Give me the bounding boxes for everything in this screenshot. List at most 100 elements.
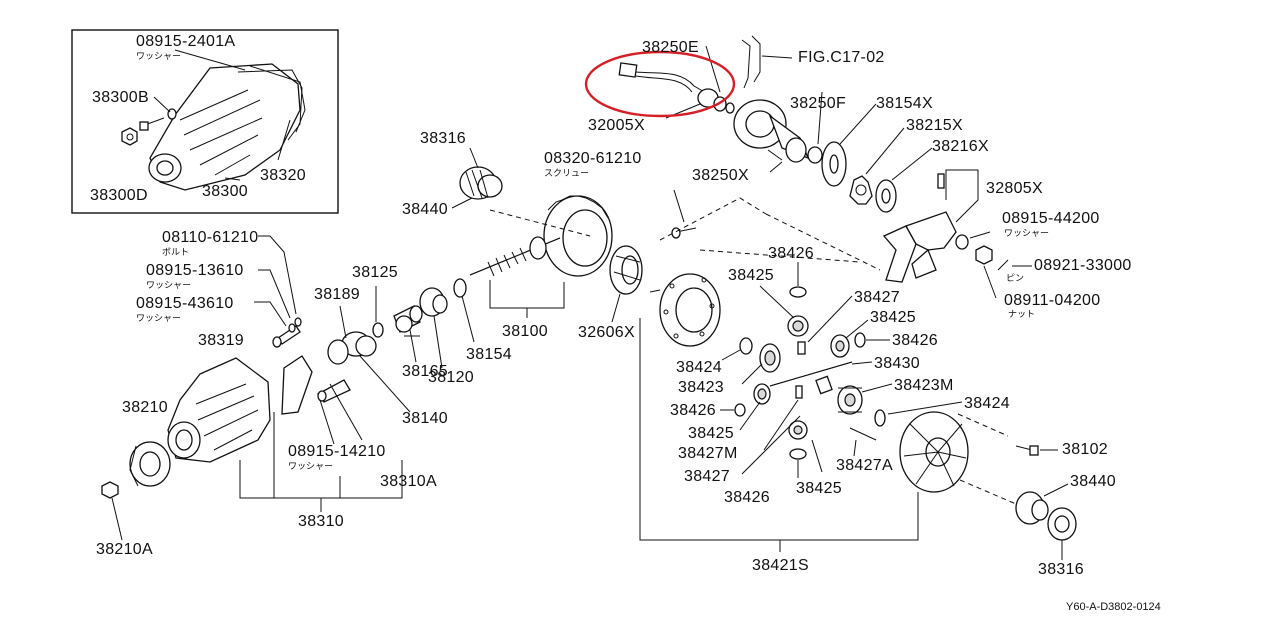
washer-08915-13610	[294, 317, 302, 327]
inset-housing-38300	[148, 63, 306, 191]
label-38102: 38102	[1062, 441, 1108, 458]
label-38423: 38423	[678, 379, 724, 396]
label-08915-13610: 08915-13610	[146, 262, 244, 279]
label-38425-d: 38425	[796, 480, 842, 497]
differential-carrier-38310	[167, 357, 271, 463]
gear-38425-mid	[753, 383, 771, 405]
block-38427M-left	[795, 385, 803, 399]
label-32805X: 32805X	[986, 180, 1043, 197]
sleeve-38216X	[875, 179, 897, 213]
washer-38154	[453, 278, 467, 298]
inset-nut-38300D	[121, 127, 138, 146]
nut-38215X	[849, 175, 873, 205]
washer-38426-right	[854, 332, 866, 348]
label-38440-left: 38440	[402, 201, 448, 218]
label-38423M: 38423M	[894, 377, 954, 394]
label-washer-jp-1: ワッシャー	[136, 52, 182, 62]
label-screw-jp: スクリュー	[544, 169, 590, 179]
label-38427M: 38427M	[678, 445, 738, 462]
label-pin-jp: ピン	[1006, 274, 1025, 284]
bearing-38316-bottom	[1047, 507, 1077, 541]
side-gear-38423	[759, 343, 781, 373]
label-38421S: 38421S	[752, 557, 809, 574]
label-08911-04200: 08911-04200	[1004, 292, 1101, 309]
label-38430: 38430	[874, 355, 920, 372]
label-nut-jp: ナット	[1008, 310, 1036, 320]
companion-flange-38250X	[733, 99, 810, 163]
label-38427-a: 38427	[854, 289, 900, 306]
shift-fork-32805X	[882, 173, 957, 283]
cap-38310A	[281, 355, 351, 415]
label-38154: 38154	[466, 346, 512, 363]
cross-shaft-38430	[769, 361, 853, 387]
differential-case-38421S-right	[899, 411, 969, 493]
spacer-38165	[393, 305, 423, 333]
label-38250F: 38250F	[790, 95, 847, 112]
label-38210: 38210	[122, 399, 168, 416]
seal-38125	[372, 322, 384, 338]
bearing-38440-right	[1015, 491, 1049, 525]
breather-hose	[741, 35, 793, 89]
label-washer-jp-4: ワッシャー	[288, 462, 334, 472]
label-38425-a: 38425	[728, 267, 774, 284]
label-38165: 38165	[402, 363, 448, 380]
label-washer-jp-3: ワッシャー	[136, 314, 182, 324]
seal-38250F	[807, 146, 823, 164]
washer-08915-43610	[288, 323, 296, 333]
block-38427	[797, 341, 806, 355]
pin-08921-33000	[997, 259, 1009, 271]
label-38250E: 38250E	[642, 39, 699, 56]
label-38440-right: 38440	[1070, 473, 1116, 490]
label-08915-43610: 08915-43610	[136, 295, 234, 312]
label-38250X: 38250X	[692, 167, 749, 184]
gear-38425-right	[830, 334, 850, 358]
label-38140: 38140	[402, 410, 448, 427]
label-38300D: 38300D	[90, 187, 148, 204]
gear-38425-bottom	[788, 420, 808, 440]
washer-38424-left	[739, 337, 753, 355]
label-bolt-jp: ボルト	[162, 248, 190, 258]
label-38320: 38320	[260, 167, 306, 184]
label-38100: 38100	[502, 323, 548, 340]
label-washer-jp-2: ワッシャー	[146, 281, 192, 291]
label-32606X: 32606X	[578, 324, 635, 341]
label-08921-33000: 08921-33000	[1034, 257, 1132, 274]
label-38425-c: 38425	[688, 425, 734, 442]
pin-38427A	[849, 427, 877, 441]
label-washer-jp-5: ワッシャー	[1004, 229, 1050, 239]
thrust-washer-38426-top	[789, 286, 807, 298]
bolt-38102	[1015, 445, 1039, 456]
label-38426-b: 38426	[892, 332, 938, 349]
bearing-38316-top	[459, 166, 503, 200]
yoke-38210	[129, 441, 171, 487]
label-38426-a: 38426	[768, 245, 814, 262]
label-32005X: 32005X	[588, 117, 645, 134]
label-38424-a: 38424	[676, 359, 722, 376]
label-38319: 38319	[198, 332, 244, 349]
label-38316-top: 38316	[420, 130, 466, 147]
label-38120: 38120	[428, 369, 474, 386]
label-38425-b: 38425	[870, 309, 916, 326]
nut-08911-04200	[975, 245, 993, 265]
nut-38210A	[101, 481, 119, 499]
label-38310: 38310	[298, 513, 344, 530]
washer-38154X	[821, 141, 847, 187]
label-38125: 38125	[352, 264, 398, 281]
washer-08915-44200	[955, 234, 969, 250]
label-38300: 38300	[202, 183, 248, 200]
label-38216X: 38216X	[932, 138, 989, 155]
bearing-38189	[327, 331, 377, 365]
label-38427A: 38427A	[836, 457, 893, 474]
bearing-retainer-32606X	[609, 245, 643, 295]
label-38426-d: 38426	[724, 489, 770, 506]
bolt-38319	[272, 325, 301, 348]
inset-frame	[71, 29, 339, 214]
figure-code: Y60-A-D3802-0124	[1066, 601, 1161, 613]
ring-gear-pinion-38100	[469, 195, 613, 277]
inset-bolt-38300B	[139, 117, 165, 131]
inset-washer-08915-2401A	[167, 108, 177, 120]
label-08915-44200: 08915-44200	[1002, 210, 1100, 227]
label-38424-b: 38424	[964, 395, 1010, 412]
